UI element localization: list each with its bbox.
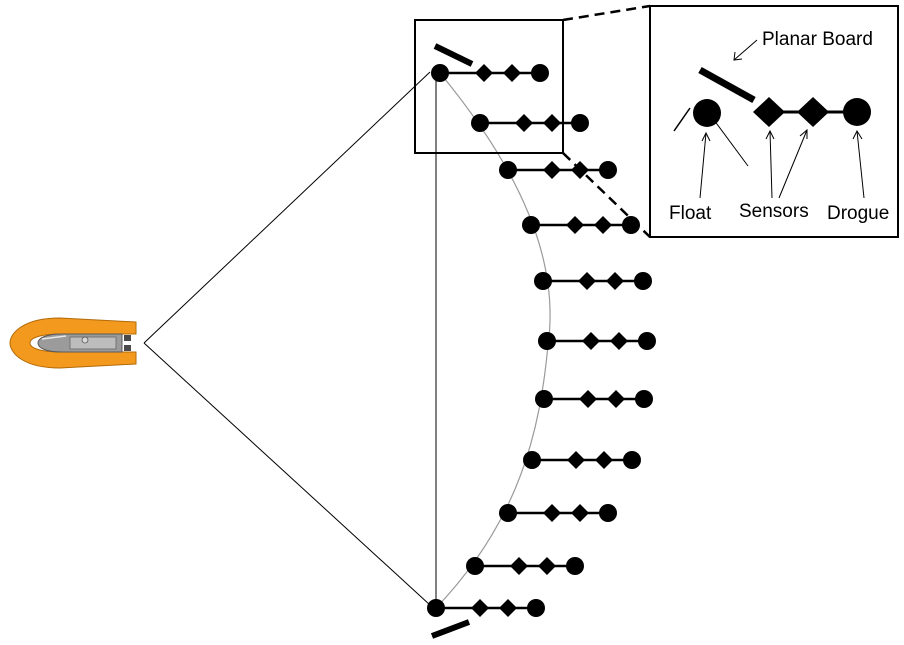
sensor <box>543 504 561 522</box>
sensor-string <box>499 504 617 522</box>
sensor <box>594 216 612 234</box>
float <box>471 114 489 132</box>
arrow-float <box>699 132 707 199</box>
sensor <box>475 64 493 82</box>
sensor-strings <box>427 64 656 617</box>
drogue <box>571 114 589 132</box>
inset-drogue <box>843 98 871 126</box>
float <box>522 216 540 234</box>
arrow-sensor-1 <box>769 130 773 199</box>
sensor-string <box>523 451 641 469</box>
sensor <box>538 557 556 575</box>
float <box>427 599 445 617</box>
zoom-source-box <box>414 19 564 154</box>
sensor <box>595 451 613 469</box>
inset-planar-board <box>698 66 756 104</box>
sensor-string <box>431 64 549 82</box>
sensor <box>582 332 600 350</box>
float <box>499 161 517 179</box>
drogue <box>623 451 641 469</box>
sensor <box>499 599 517 617</box>
sensor <box>606 272 624 290</box>
drogue <box>531 64 549 82</box>
drogue <box>635 390 653 408</box>
sensor <box>579 390 597 408</box>
arrow-float-2 <box>713 119 749 167</box>
arrowhead-float <box>701 131 711 142</box>
arrow-planar-board <box>733 39 758 61</box>
sensor <box>510 557 528 575</box>
label-planar-board: Planar Board <box>762 29 873 50</box>
sensor <box>503 64 521 82</box>
tow-line-bottom <box>143 342 431 606</box>
arrowhead-planar-board <box>733 51 743 61</box>
inset-sensor-1 <box>753 97 785 127</box>
arrow-drogue <box>856 130 865 199</box>
sensor <box>567 451 585 469</box>
zoom-connector-top <box>562 4 651 22</box>
sensor <box>471 599 489 617</box>
drogue <box>599 504 617 522</box>
sensor <box>543 114 561 132</box>
planar-board-top <box>433 43 474 67</box>
drogue <box>527 599 545 617</box>
sensor-string <box>466 557 584 575</box>
float <box>538 332 556 350</box>
sensor-string <box>471 114 589 132</box>
label-sensors: Sensors <box>739 201 809 222</box>
sensor-string <box>535 390 653 408</box>
sensor <box>610 332 628 350</box>
arrowhead-sensor-2 <box>799 128 808 139</box>
float <box>466 557 484 575</box>
sensor-string <box>534 272 652 290</box>
drogue <box>622 216 640 234</box>
label-float: Float <box>669 203 712 224</box>
sensor <box>566 216 584 234</box>
float <box>523 451 541 469</box>
sensor <box>515 114 533 132</box>
float <box>535 390 553 408</box>
sensor-string <box>427 599 545 617</box>
drogue <box>599 161 617 179</box>
boat-icon <box>9 317 137 369</box>
drogue <box>566 557 584 575</box>
legend-inset: Planar Board Float Sensors Drogue <box>649 5 899 238</box>
sensor <box>578 272 596 290</box>
float <box>499 504 517 522</box>
float <box>431 64 449 82</box>
zoom-connector-bottom <box>562 152 651 238</box>
drogue <box>638 332 656 350</box>
sensor-string <box>499 161 617 179</box>
inset-bridle <box>673 107 691 132</box>
sensor-string <box>538 332 656 350</box>
planar-board-bottom <box>430 619 471 639</box>
arrowhead-sensor-1 <box>765 129 775 140</box>
drogue <box>634 272 652 290</box>
arrowhead-drogue <box>852 129 863 140</box>
sensor <box>543 161 561 179</box>
sensor <box>607 390 625 408</box>
float <box>534 272 552 290</box>
sensor <box>571 504 589 522</box>
tow-line-top <box>143 71 431 344</box>
sensor-string <box>522 216 640 234</box>
label-drogue: Drogue <box>827 203 889 224</box>
arrow-sensor-2 <box>778 129 808 199</box>
inset-float <box>693 99 721 127</box>
inset-sensor-2 <box>797 97 829 127</box>
